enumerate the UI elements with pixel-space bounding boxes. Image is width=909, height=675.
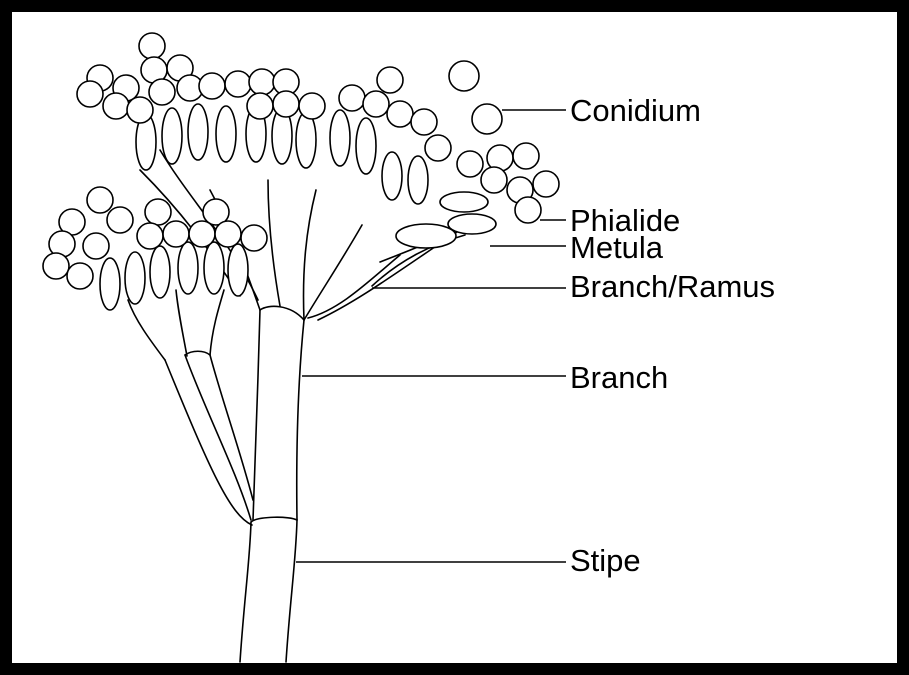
stipe-structure [240, 517, 297, 662]
branch-structures [128, 150, 468, 525]
conidium-label: Conidium [570, 95, 701, 126]
metula-label: Metula [570, 232, 663, 263]
branch-label: Branch [570, 362, 668, 393]
stipe-label: Stipe [570, 545, 641, 576]
branch-ramus-label: Branch/Ramus [570, 271, 775, 302]
